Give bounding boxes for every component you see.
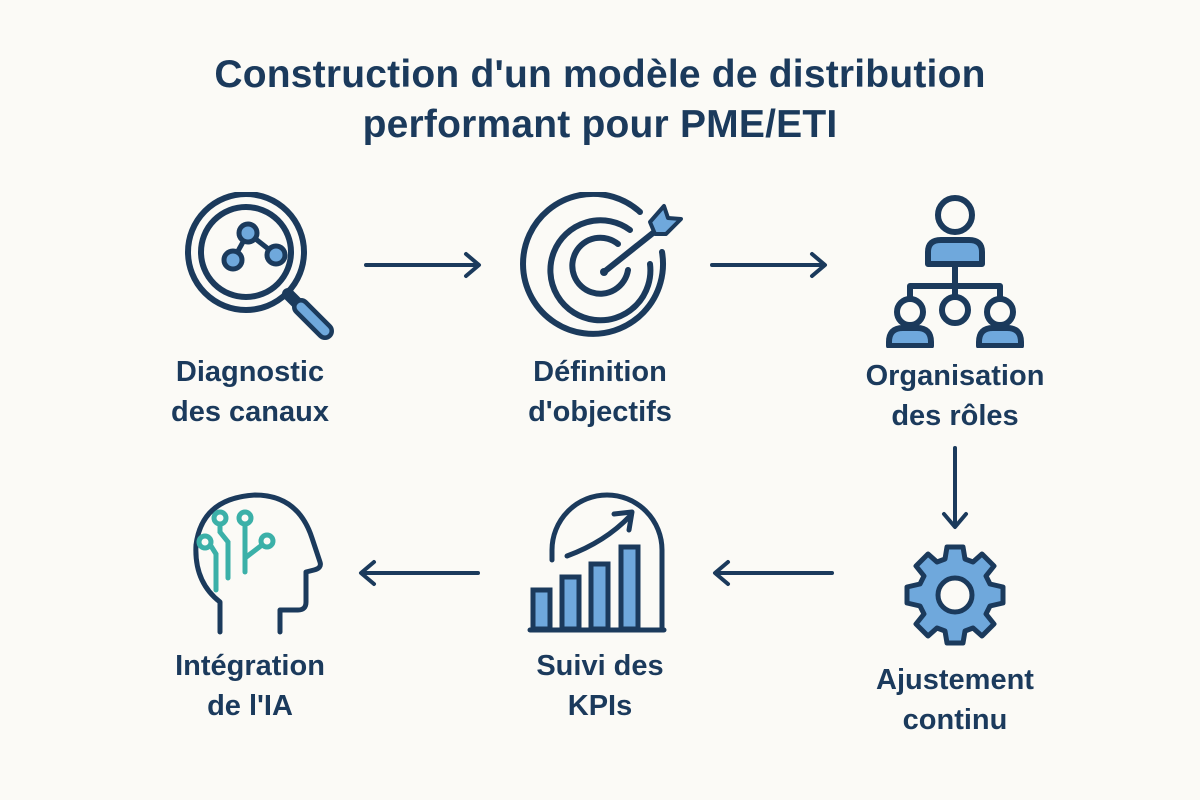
step-label: Organisation des rôles [865,360,1045,432]
diagram-title: Construction d'un modèle de distribution… [0,50,1200,150]
target-arrow-icon [520,192,683,337]
step-ajustement: Ajustement continu [845,540,1065,740]
step-label: Diagnostic des canaux [171,356,329,428]
step-integration-ia: Intégration de l'IA [140,490,360,726]
step-label: Définition d'objectifs [528,356,672,428]
step-organisation: Organisation des rôles [845,188,1065,436]
arrow-right-icon [710,252,827,278]
org-chart-icon [886,195,1024,348]
arrow-right-icon [364,252,481,278]
step-label: Ajustement continu [876,664,1034,736]
arrow-left-icon [713,560,834,586]
title-line-1: Construction d'un modèle de distribution [214,53,986,96]
magnifier-network-icon [185,192,334,340]
bar-chart-growth-icon [527,492,667,633]
step-label: Suivi des KPIs [536,650,664,722]
arrow-left-icon [359,560,480,586]
arrow-down-icon [942,446,968,529]
gear-icon [904,544,1006,646]
title-line-2: performant pour PME/ETI [362,103,838,146]
step-diagnostic: Diagnostic des canaux [140,192,360,432]
step-suivi-kpis: Suivi des KPIs [490,490,710,726]
step-definition: Définition d'objectifs [490,192,710,432]
step-label: Intégration de l'IA [175,650,325,722]
ai-head-icon [193,492,323,635]
